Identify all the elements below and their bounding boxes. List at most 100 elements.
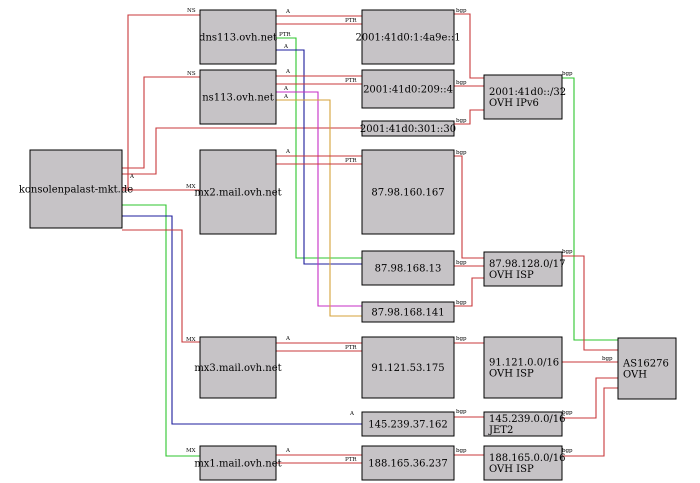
node-label: dns113.ovh.net xyxy=(199,33,277,44)
node-dns113: dns113.ovh.net xyxy=(199,9,277,65)
node-label: OVH ISP xyxy=(489,270,534,281)
edge-dns113-to-ip6_dns: A xyxy=(276,9,362,17)
node-box xyxy=(483,74,563,120)
node-mx3: mx3.mail.ovh.net xyxy=(194,336,282,399)
edge-label: bgp xyxy=(456,409,467,415)
edge-konsolenpalast-to-mx2: MX xyxy=(122,184,200,191)
node-label: JET2 xyxy=(488,425,513,436)
edge-label: MX xyxy=(186,184,196,190)
edge-label: bgp xyxy=(456,336,467,342)
edge-ip6_ns-to-net_ipv6: bgp xyxy=(454,80,484,87)
edge-label: bgp xyxy=(562,410,573,416)
edge-net_87-to-as16276: bgp xyxy=(562,249,618,351)
edge-label: A xyxy=(285,69,291,75)
node-label: mx3.mail.ovh.net xyxy=(194,363,281,374)
edge-line xyxy=(122,14,200,189)
edge-ns113-to-ip_168_141: A xyxy=(276,86,362,307)
node-ip6_ns: 2001:41d0:209::4 xyxy=(361,69,455,109)
edge-label: A xyxy=(285,149,291,155)
node-label: 145.239.37.162 xyxy=(368,420,448,431)
node-box xyxy=(361,250,455,286)
node-label: 145.239.0.0/16 xyxy=(489,414,566,425)
node-label: mx1.mail.ovh.net xyxy=(194,459,281,470)
edge-konsolenpalast-to-mx3: MX xyxy=(122,229,200,343)
edge-ip_145-to-net_145: bgp xyxy=(454,409,484,418)
edge-line xyxy=(562,77,618,341)
edge-ip_mx1-to-mx1: PTR xyxy=(276,457,362,464)
edge-ip6_ns-to-ns113: PTR xyxy=(276,78,362,85)
node-box xyxy=(617,337,677,400)
edge-label: bgp xyxy=(602,356,613,362)
edge-label: A xyxy=(349,411,355,417)
edge-konsolenpalast-to-ns113: NS xyxy=(122,71,200,169)
edge-line xyxy=(122,127,362,175)
node-box xyxy=(199,9,277,65)
edge-ip6_dns-to-dns113: PTR xyxy=(276,18,362,25)
node-label: OVH ISP xyxy=(489,369,534,380)
edge-line xyxy=(276,37,362,259)
node-box xyxy=(361,411,455,437)
edge-label: bgp xyxy=(562,448,573,454)
edge-dns113-to-ip_168_13: PTR xyxy=(276,32,362,259)
node-box xyxy=(29,149,123,229)
edge-label: PTR xyxy=(345,78,357,84)
edge-line xyxy=(122,215,362,425)
node-mx2: mx2.mail.ovh.net xyxy=(194,149,282,235)
edge-line xyxy=(122,229,200,343)
edge-line xyxy=(454,155,484,259)
node-label: OVH IPv6 xyxy=(489,98,539,109)
edge-label: A xyxy=(283,86,289,92)
edge-label: A xyxy=(285,448,291,454)
node-box xyxy=(199,149,277,235)
node-box xyxy=(199,336,277,399)
node-box xyxy=(483,336,563,399)
edge-ip_mx2-to-mx2: PTR xyxy=(276,158,362,165)
node-label: OVH ISP xyxy=(489,464,534,475)
node-label: 87.98.128.0/17 xyxy=(489,259,566,270)
edge-konsolenpalast-to-mx1: MX xyxy=(122,204,200,457)
node-label: mx2.mail.ovh.net xyxy=(194,188,281,199)
node-ip_168_13: 87.98.168.13 xyxy=(361,250,455,286)
node-ip6_dom: 2001:41d0:301::30 xyxy=(360,120,456,137)
edge-label: bgp xyxy=(456,118,467,124)
node-box xyxy=(361,301,455,323)
node-label: ns113.ovh.net xyxy=(202,93,274,104)
node-box xyxy=(483,251,563,287)
edge-label: A xyxy=(285,9,291,15)
edge-ns113-to-ip_168_141: A xyxy=(276,94,362,317)
node-label: konsolenpalast-mkt.de xyxy=(19,185,133,196)
edge-net_145-to-as16276: bgp xyxy=(562,377,618,419)
edge-label: bgp xyxy=(456,448,467,454)
node-label: 87.98.160.167 xyxy=(371,188,444,199)
edge-dns113-to-ip_168_13: A xyxy=(276,44,362,265)
edges-layer: NSNSAMXMXAMXAPTRPTRAAPTRAAAPTRAPTRAPTRbg… xyxy=(122,8,618,464)
node-ip_168_141: 87.98.168.141 xyxy=(361,301,455,323)
edge-line xyxy=(276,99,362,317)
edge-ip_mx3-to-net_91: bgp xyxy=(454,336,484,344)
edge-net_91-to-as16276: bgp xyxy=(562,356,618,363)
node-label: 91.121.53.175 xyxy=(371,363,444,374)
edge-konsolenpalast-to-dns113: NS xyxy=(122,8,200,189)
node-label: 2001:41d0:209::4 xyxy=(363,85,453,96)
edge-line xyxy=(276,91,362,307)
edge-label: A xyxy=(283,94,289,100)
edge-line xyxy=(562,377,618,419)
edge-net_188-to-as16276: bgp xyxy=(562,387,618,457)
edge-label: MX xyxy=(186,448,196,454)
edge-ip_168_13-to-net_87: bgp xyxy=(454,260,484,267)
edge-line xyxy=(454,277,484,307)
edge-label: bgp xyxy=(456,300,467,306)
edge-label: bgp xyxy=(562,249,573,255)
edge-label: A xyxy=(283,44,289,50)
node-label: 188.165.36.237 xyxy=(368,459,448,470)
node-label: 87.98.168.13 xyxy=(375,264,442,275)
node-ns113: ns113.ovh.net xyxy=(199,69,277,125)
node-label: 188.165.0.0/16 xyxy=(489,453,566,464)
node-mx1: mx1.mail.ovh.net xyxy=(194,445,282,481)
edge-label: bgp xyxy=(562,71,573,77)
